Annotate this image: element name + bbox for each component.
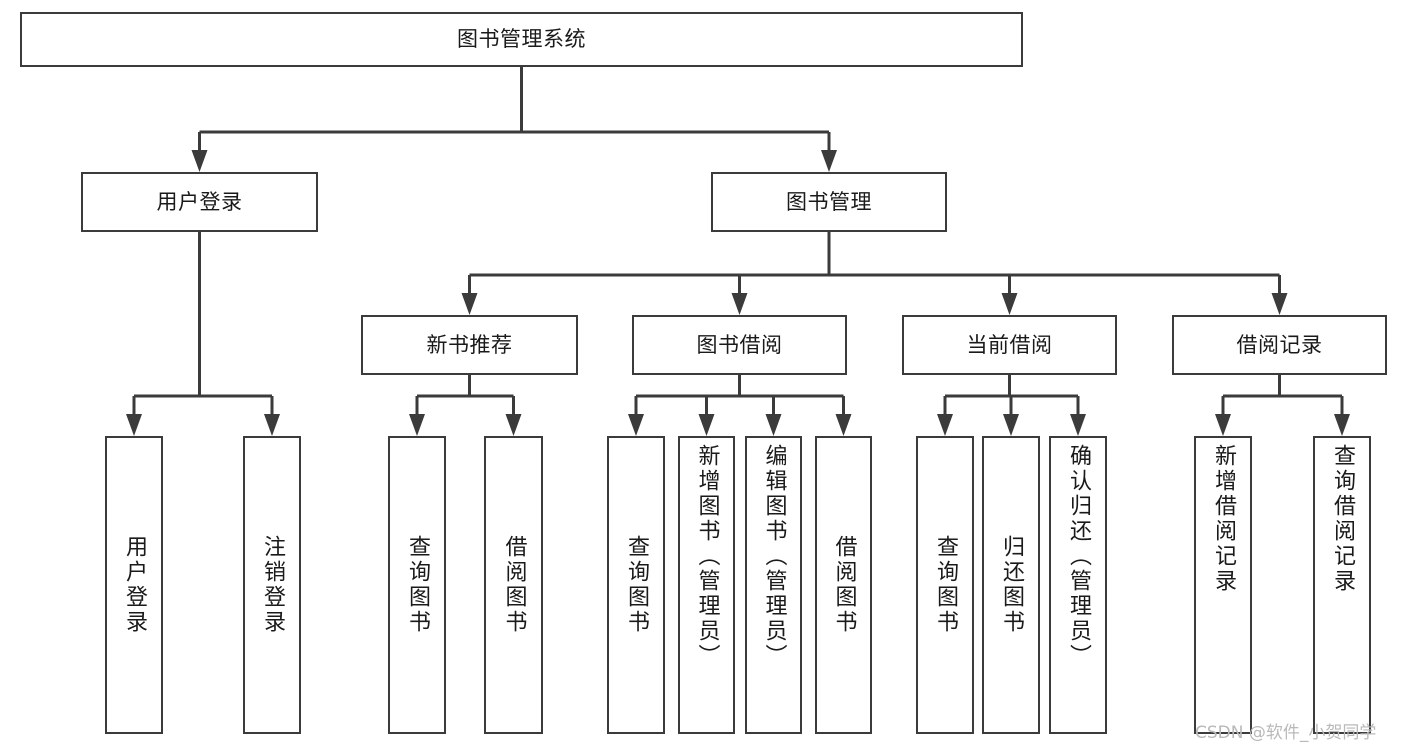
node-newbook[interactable]: 新书推荐 [361, 315, 578, 375]
node-leaf7[interactable]: 编辑图书（管理员） [745, 436, 802, 734]
node-label: 用户登录 [122, 535, 147, 635]
node-label: 查询图书 [624, 535, 649, 635]
node-leaf5[interactable]: 查询图书 [607, 436, 665, 734]
node-label: 新增借阅记录 [1211, 444, 1236, 594]
node-root[interactable]: 图书管理系统 [20, 12, 1023, 67]
node-leaf11[interactable]: 确认归还（管理员） [1049, 436, 1107, 734]
watermark: CSDN @软件_小贺同学 [1195, 723, 1377, 743]
node-leaf10[interactable]: 归还图书 [982, 436, 1040, 734]
node-label: 当前借阅 [966, 332, 1053, 357]
node-leaf13[interactable]: 查询借阅记录 [1313, 436, 1371, 734]
node-label: 查询图书 [933, 535, 958, 635]
node-leaf4[interactable]: 借阅图书 [484, 436, 543, 734]
node-label: 编辑图书（管理员） [761, 444, 787, 669]
node-label: 图书借阅 [696, 332, 783, 357]
node-leaf2[interactable]: 注销登录 [243, 436, 301, 734]
node-bookmgmt[interactable]: 图书管理 [711, 172, 947, 232]
node-leaf9[interactable]: 查询图书 [916, 436, 974, 734]
node-label: 借阅图书 [501, 535, 527, 635]
node-records[interactable]: 借阅记录 [1172, 315, 1387, 375]
node-leaf8[interactable]: 借阅图书 [815, 436, 872, 734]
node-leaf12[interactable]: 新增借阅记录 [1194, 436, 1252, 734]
node-current[interactable]: 当前借阅 [902, 315, 1117, 375]
node-leaf1[interactable]: 用户登录 [105, 436, 163, 734]
node-label: 图书管理 [786, 189, 872, 214]
node-label: 用户登录 [156, 189, 243, 214]
node-label: 新增图书（管理员） [694, 444, 720, 669]
node-leaf6[interactable]: 新增图书（管理员） [678, 436, 735, 734]
node-login[interactable]: 用户登录 [81, 172, 318, 232]
node-label: 借阅图书 [831, 535, 857, 635]
node-label: 图书管理系统 [457, 27, 586, 52]
node-label: 查询借阅记录 [1330, 444, 1355, 594]
node-label: 新书推荐 [426, 332, 513, 357]
node-borrow[interactable]: 图书借阅 [632, 315, 847, 375]
node-leaf3[interactable]: 查询图书 [388, 436, 446, 734]
node-label: 归还图书 [999, 535, 1024, 635]
node-label: 确认归还（管理员） [1066, 444, 1091, 669]
node-label: 借阅记录 [1236, 332, 1323, 357]
node-label: 注销登录 [260, 535, 285, 635]
node-label: 查询图书 [405, 535, 430, 635]
